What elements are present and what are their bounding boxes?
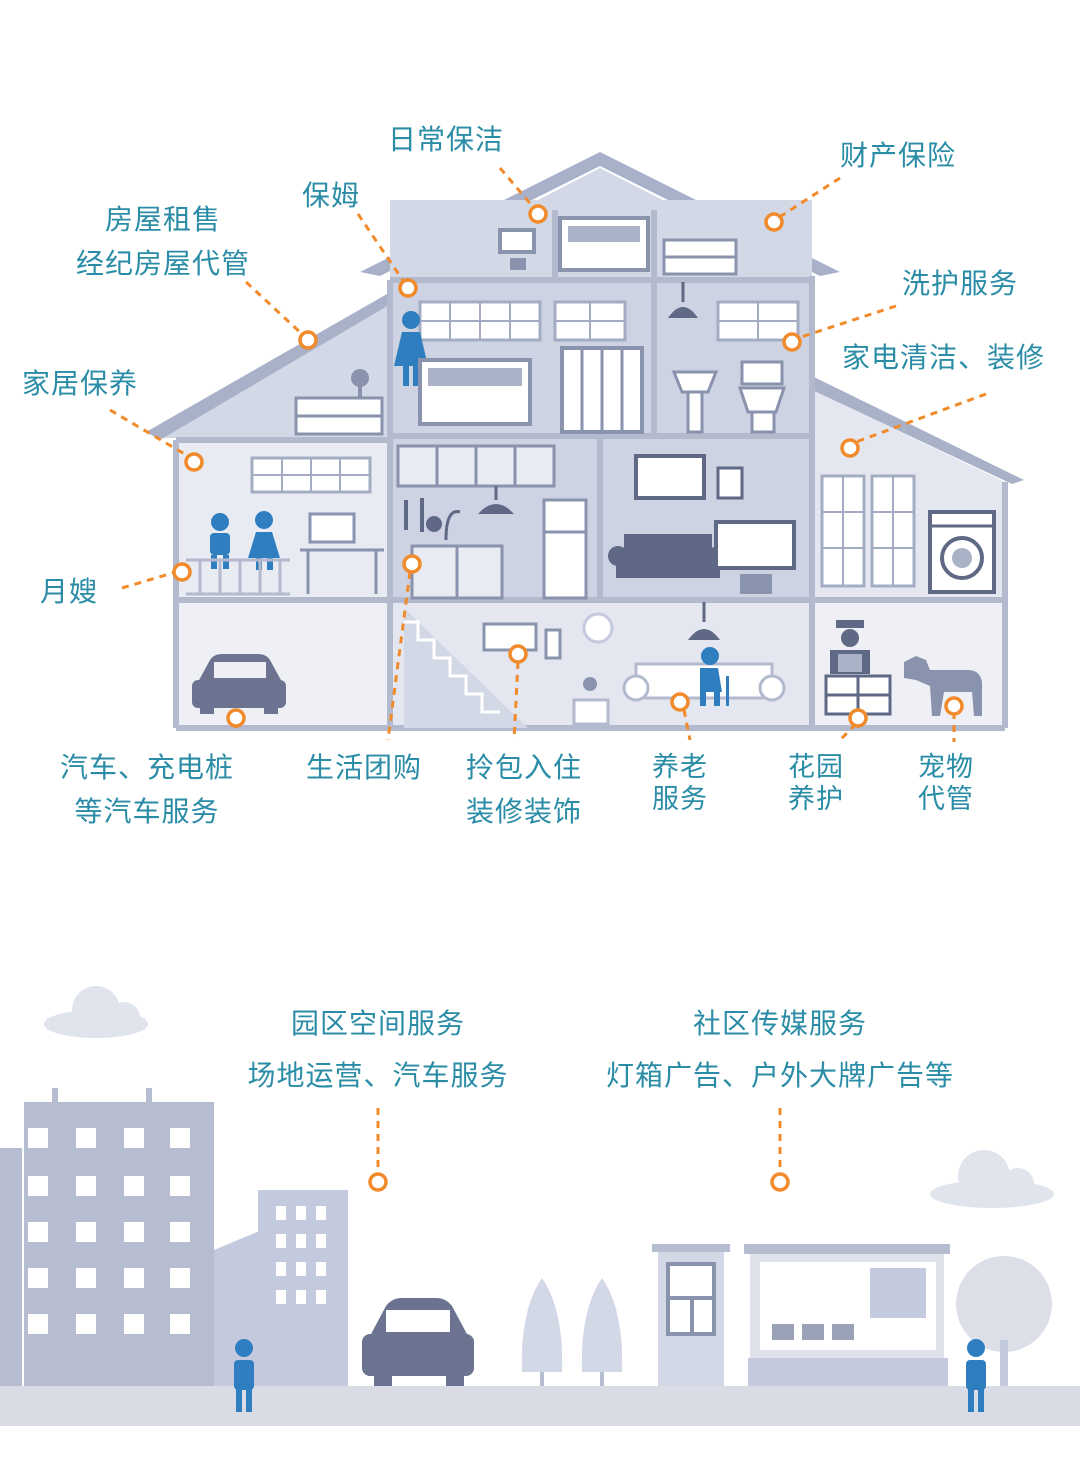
marker-dot [764, 212, 784, 232]
kiosk-icon [652, 1244, 730, 1388]
kitchen-cabinets [396, 444, 556, 600]
label-park-service: 园区空间服务 场地运营、汽车服务 [247, 1007, 509, 1092]
tv-icon [498, 228, 536, 270]
marker-dot [944, 696, 964, 716]
person-icon [394, 311, 428, 386]
child-icon [210, 513, 230, 569]
label-nanny: 保姆 [302, 179, 361, 212]
label-maternity: 月嫂 [40, 575, 99, 608]
marker-dot [184, 452, 204, 472]
desk [300, 512, 384, 594]
marker-dot [528, 204, 548, 224]
bed-icon [418, 358, 532, 426]
label-car-service: 汽车、充电桩 等汽车服务 [60, 751, 235, 829]
city [0, 986, 1080, 1426]
right-roof [812, 376, 1024, 484]
toilet-icon [737, 360, 787, 434]
label-laundry: 洗护服务 [902, 267, 1019, 300]
marker-dot [670, 692, 690, 712]
label-elderly: 养老 服务 [652, 752, 708, 816]
tv-icon [714, 520, 796, 594]
cloud-icon [44, 986, 148, 1038]
marker-dot [298, 330, 318, 350]
label-home-care: 家居保养 [22, 367, 139, 400]
tree-icon [956, 1256, 1052, 1390]
car-icon [192, 654, 286, 714]
leader-lines [109, 167, 987, 1172]
bed-icon [558, 216, 650, 272]
person-icon [234, 1339, 254, 1412]
wardrobe [560, 346, 644, 434]
lamp-icon [668, 282, 698, 318]
lamp-icon [351, 369, 369, 398]
marker-dot [840, 438, 860, 458]
sink-icon [671, 370, 719, 434]
lamp-icon [688, 602, 720, 640]
staircase [404, 608, 528, 728]
lamp-icon [478, 486, 514, 514]
fridge-icon [542, 498, 588, 600]
label-rent-sale: 房屋租售 经纪房屋代管 [76, 203, 251, 281]
marker-dot [226, 708, 246, 728]
label-appliance: 家电清洁、装修 [842, 341, 1046, 374]
dog-icon [904, 656, 982, 716]
crib [186, 558, 290, 596]
marker-dot [508, 644, 528, 664]
label-media-service: 社区传媒服务 灯箱广告、户外大牌广告等 [605, 1007, 954, 1092]
label-property-insurance: 财产保险 [840, 139, 957, 172]
cloud-icon [930, 1150, 1054, 1208]
plant [572, 677, 610, 726]
left-roof [146, 290, 400, 440]
car-icon [362, 1298, 474, 1390]
label-daily-cleaning: 日常保洁 [388, 123, 505, 156]
building-icon [0, 1088, 348, 1386]
sofa-icon [608, 534, 728, 578]
marker-dot [770, 1172, 790, 1192]
ground [0, 1386, 1080, 1426]
marker-dot [402, 554, 422, 574]
billboard-icon [744, 1244, 950, 1388]
utensils [404, 498, 461, 541]
label-pet: 宠物 代管 [918, 752, 974, 816]
label-move-in: 拎包入住 装修装饰 [466, 751, 583, 829]
marker-dot [782, 332, 802, 352]
elderly-icon [700, 647, 729, 706]
marker-dot [398, 278, 418, 298]
tree-icon [581, 1278, 623, 1390]
marker-dot [172, 562, 192, 582]
house [146, 152, 1024, 731]
label-group-buy: 生活团购 [306, 751, 423, 784]
tree-icon [521, 1278, 563, 1390]
dresser [662, 238, 738, 276]
marker-dot [368, 1172, 388, 1192]
marker-dot [848, 708, 868, 728]
dresser [294, 396, 384, 436]
label-garden: 花园 养护 [788, 752, 844, 816]
markers [172, 204, 964, 1192]
tv-icon [634, 454, 744, 500]
washing-machine-icon [928, 510, 996, 594]
person-icon [966, 1339, 986, 1412]
